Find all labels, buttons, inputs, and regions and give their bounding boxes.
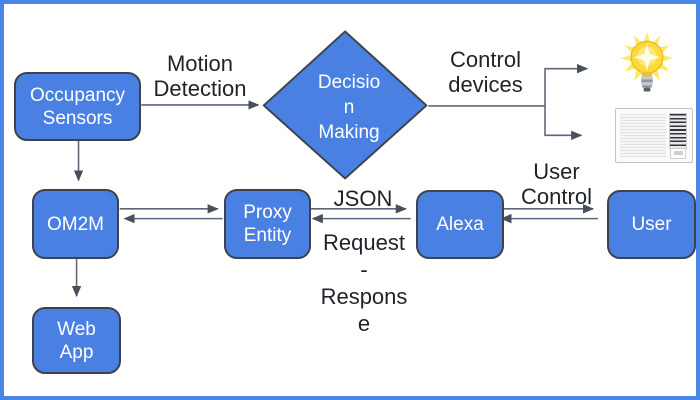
light-bulb-icon	[620, 32, 674, 92]
user-node: User	[607, 190, 696, 259]
web-app-node: Web App	[32, 307, 121, 374]
occupancy-sensors-node: Occupancy Sensors	[14, 72, 141, 141]
ac-vent-texture	[620, 114, 666, 157]
proxy-entity-node: Proxy Entity	[224, 189, 311, 259]
decision-making-diamond	[262, 30, 428, 180]
control-devices-label: Control devices	[448, 47, 523, 97]
om2m-node: OM2M	[32, 189, 119, 259]
connector-arrows	[71, 30, 598, 298]
arrow-branch-to-bulb	[544, 63, 589, 106]
request-response-label: Request - Respons e	[320, 230, 408, 336]
ac-display	[673, 151, 683, 155]
ac-control-panel	[670, 148, 686, 159]
motion-detection-label: Motion Detection	[153, 51, 247, 101]
alexa-node: Alexa	[416, 190, 504, 259]
user-control-label: User Control	[521, 159, 592, 209]
decision-making-label: Decisio n Making	[317, 71, 381, 143]
json-label: JSON	[333, 186, 393, 211]
air-conditioner-icon	[615, 108, 693, 163]
arrow-branch-to-ac	[544, 105, 583, 141]
ac-grille	[669, 113, 687, 149]
